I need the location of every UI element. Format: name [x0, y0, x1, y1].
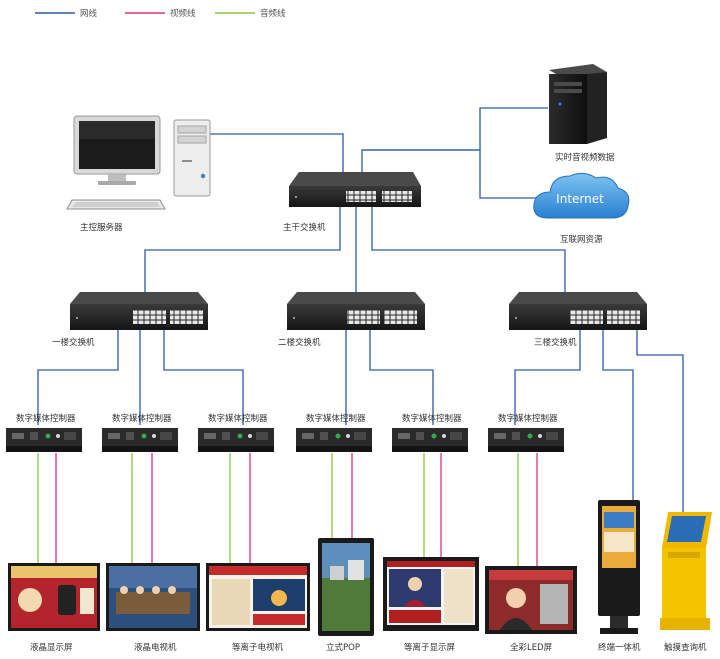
- media-controller-4-label: 数字媒体控制器: [306, 413, 366, 424]
- floor-switch-2: 二楼交换机: [278, 292, 425, 348]
- media-controller-2: 数字媒体控制器: [102, 413, 178, 452]
- av-cables: [37, 453, 538, 568]
- display-lcd-tv: 液晶电视机: [106, 563, 200, 653]
- legend-audio-label: 音频线: [260, 8, 286, 19]
- display-standing-pop-label: 立式POP: [326, 642, 360, 653]
- display-lcd-tv-label: 液晶电视机: [134, 642, 177, 653]
- media-controller-4: 数字媒体控制器: [296, 413, 372, 452]
- internet-cloud-label: 互联网资源: [560, 234, 603, 245]
- network-cables: [37, 107, 684, 512]
- display-touch-kiosk: 触摸查询机: [660, 512, 712, 653]
- display-plasma-screen: 等离子显示屏: [383, 557, 479, 653]
- display-plasma-tv: 等离子电视机: [206, 563, 310, 653]
- floor-switch-3: 三楼交换机: [509, 292, 647, 348]
- media-server-label: 实时音视频数据: [555, 152, 615, 163]
- cable-main-mediaserver: [361, 107, 548, 172]
- cable-main-internet: [362, 149, 538, 199]
- media-server: 实时音视频数据: [549, 64, 615, 163]
- main-switch-label: 主干交换机: [283, 222, 326, 233]
- media-controller-2-label: 数字媒体控制器: [112, 413, 172, 424]
- media-controller-3: 数字媒体控制器: [198, 413, 274, 452]
- display-plasma-screen-label: 等离子显示屏: [404, 642, 456, 653]
- cable-f3-kiosk1: [602, 330, 634, 500]
- display-touch-kiosk-label: 触摸查询机: [664, 642, 707, 653]
- cable-f1-c1: [37, 330, 119, 425]
- display-lcd-screen-label: 液晶显示屏: [30, 642, 73, 653]
- display-plasma-tv-label: 等离子电视机: [232, 642, 284, 653]
- cable-f2-c5: [369, 330, 434, 425]
- internet-cloud: Internet 互联网资源: [533, 172, 630, 245]
- internet-cloud-text: Internet: [556, 192, 604, 206]
- display-standing-pop: 立式POP: [318, 538, 374, 653]
- display-led-screen: 全彩LED屏: [485, 566, 577, 653]
- legend-network-label: 网线: [80, 8, 98, 19]
- legend-video-label: 视频线: [170, 8, 196, 19]
- media-controller-5-label: 数字媒体控制器: [402, 413, 462, 424]
- cable-f3-kiosk2: [636, 330, 684, 512]
- media-controller-6: 数字媒体控制器: [488, 413, 564, 452]
- media-controller-6-label: 数字媒体控制器: [498, 413, 558, 424]
- floor-switch-1: 一楼交换机: [52, 292, 208, 348]
- display-lcd-screen: 液晶显示屏: [8, 563, 100, 653]
- media-controller-1: 数字媒体控制器: [6, 413, 82, 452]
- cable-f1-c3: [163, 330, 244, 425]
- floor-switch-1-label: 一楼交换机: [52, 337, 95, 348]
- legend: 网线 视频线 音频线: [35, 8, 286, 19]
- display-terminal-kiosk: 终端一体机: [598, 500, 641, 653]
- floor-switch-2-label: 二楼交换机: [278, 337, 321, 348]
- cable-f3-c6: [514, 330, 581, 425]
- cable-main-floor1: [144, 207, 341, 292]
- cable-server-main: [210, 133, 344, 172]
- media-controller-5: 数字媒体控制器: [392, 413, 468, 452]
- media-controller-3-label: 数字媒体控制器: [208, 413, 268, 424]
- main-switch: 主干交换机: [283, 172, 421, 233]
- media-controller-1-label: 数字媒体控制器: [16, 413, 76, 424]
- display-led-screen-label: 全彩LED屏: [510, 642, 553, 653]
- cable-main-floor3: [371, 207, 566, 292]
- floor-switch-3-label: 三楼交换机: [534, 337, 577, 348]
- main-server: 主控服务器: [66, 115, 211, 233]
- main-server-label: 主控服务器: [80, 222, 123, 233]
- display-terminal-kiosk-label: 终端一体机: [598, 642, 641, 653]
